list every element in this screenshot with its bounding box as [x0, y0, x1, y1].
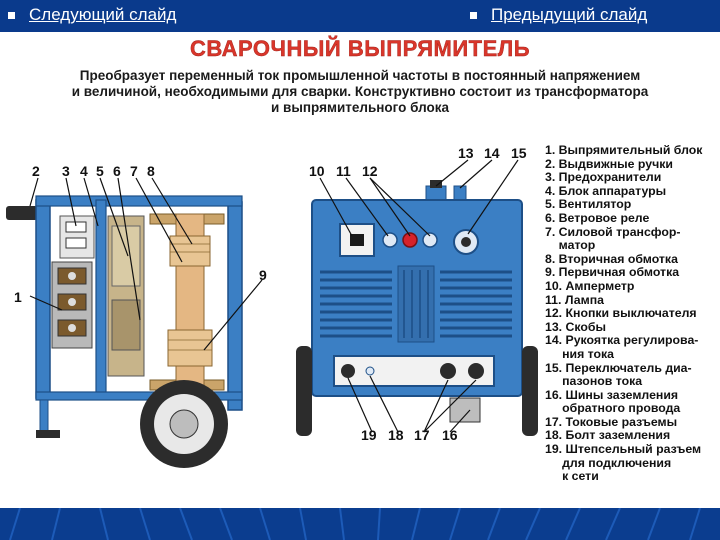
- callout-17: 17: [414, 427, 430, 443]
- callout-6: 6: [113, 163, 121, 179]
- legend-item: 7. Силовой трансфор-: [545, 224, 681, 239]
- legend-item: 14. Рукоятка регулирова-: [545, 333, 699, 348]
- slide-subtitle: Преобразует переменный ток промышленной …: [10, 68, 710, 116]
- callout-5: 5: [96, 163, 104, 179]
- callout-10: 10: [309, 163, 325, 179]
- callout-7: 7: [130, 163, 138, 179]
- legend-item: 1. Выпрямительный блок: [545, 143, 703, 157]
- callout-1: 1: [14, 289, 22, 305]
- legend-item: 16. Шины заземления: [545, 387, 679, 402]
- callout-3: 3: [62, 163, 70, 179]
- callout-11: 11: [336, 163, 351, 179]
- legend-item: 17. Токовые разъемы: [545, 414, 678, 429]
- leader-lines: [29, 159, 519, 433]
- legend-item: к сети: [545, 469, 599, 484]
- subtitle-line: и величиной, необходимыми для сварки. Ко…: [71, 84, 649, 99]
- subtitle-line: Преобразует переменный ток промышленной …: [79, 68, 641, 83]
- legend-item: для подключения: [545, 455, 672, 470]
- next-slide-label: Следующий слайд: [29, 5, 177, 24]
- callout-2: 2: [32, 163, 40, 179]
- previous-slide-label: Предыдущий слайд: [491, 5, 648, 24]
- callout-18: 18: [388, 427, 404, 443]
- legend-item: 9. Первичная обмотка: [545, 265, 680, 280]
- callout-9: 9: [259, 267, 267, 283]
- legend-item: 5. Вентилятор: [545, 197, 632, 212]
- callout-8: 8: [147, 163, 155, 179]
- stripe-pattern: [9, 508, 701, 540]
- bullet-icon: [8, 12, 15, 20]
- legend-item: 3. Предохранители: [545, 170, 662, 185]
- legend-item: 4. Блок аппаратуры: [545, 183, 667, 198]
- front-view: [296, 180, 538, 436]
- callout-4: 4: [80, 163, 88, 179]
- legend-item: 13. Скобы: [545, 319, 606, 334]
- legend-item: пазонов тока: [545, 374, 643, 389]
- bullet-icon: [470, 12, 477, 20]
- welding-rectifier-diagram: [6, 159, 538, 468]
- legend-item: матор: [545, 238, 596, 253]
- slide-title: СВАРОЧНЫЙ ВЫПРЯМИТЕЛЬ: [189, 36, 531, 61]
- legend-item: 8. Вторичная обмотка: [545, 251, 678, 266]
- bottom-bar: [0, 508, 720, 540]
- legend-item: 10. Амперметр: [545, 278, 635, 293]
- callout-14: 14: [484, 145, 500, 161]
- legend-item: 18. Болт заземления: [545, 428, 671, 443]
- callout-19: 19: [361, 427, 377, 443]
- side-view: [6, 195, 243, 468]
- legend-item: 12. Кнопки выключателя: [545, 306, 697, 321]
- callout-15: 15: [511, 145, 527, 161]
- callout-16: 16: [442, 427, 458, 443]
- callout-13: 13: [458, 145, 474, 161]
- legend-item: 11. Лампа: [545, 292, 604, 307]
- legend-item: 19. Штепсельный разъем: [545, 442, 702, 457]
- legend-item: 15. Переключатель диа-: [545, 360, 692, 375]
- legend-item: ния тока: [545, 346, 615, 361]
- legend-item: 6. Ветровое реле: [545, 210, 650, 225]
- callout-12: 12: [362, 163, 378, 179]
- top-nav-bar: Следующий слайд Предыдущий слайд: [0, 0, 720, 32]
- previous-slide-link[interactable]: Предыдущий слайд: [470, 5, 647, 25]
- subtitle-line: и выпрямительного блока: [270, 100, 449, 115]
- legend-item: обратного провода: [545, 401, 681, 416]
- legend-item: 2. Выдвижные ручки: [545, 156, 673, 171]
- next-slide-link[interactable]: Следующий слайд: [8, 5, 176, 25]
